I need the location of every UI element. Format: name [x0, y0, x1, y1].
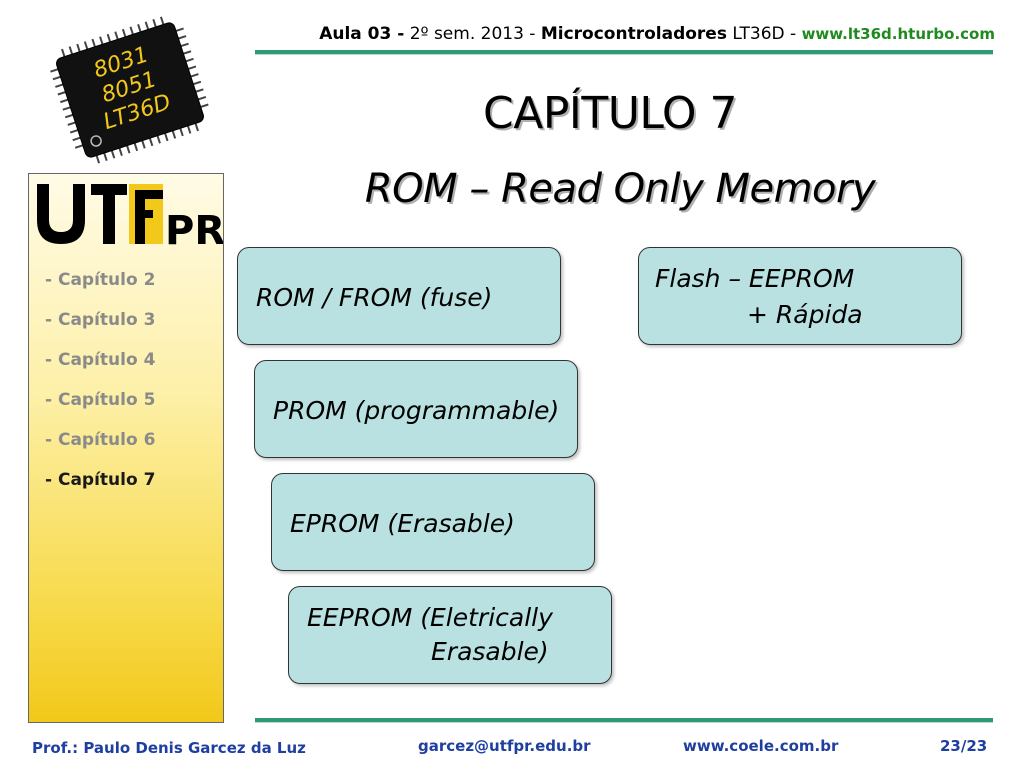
rom-label: ROM / FROM (fuse)	[256, 283, 493, 312]
header-url-link[interactable]: www.lt36d.hturbo.com	[801, 25, 995, 43]
footer-site-link[interactable]: www.coele.com.br	[683, 737, 839, 755]
prom-label: PROM (programmable)	[273, 396, 560, 425]
eeprom-label-line-2: Erasable)	[431, 637, 549, 666]
slide-header: Aula 03 - 2º sem. 2013 - Microcontrolado…	[255, 24, 995, 44]
header-code: LT36D -	[726, 24, 802, 44]
flash-box: Flash – EEPROM + Rápida	[638, 247, 962, 345]
footer-divider	[255, 718, 993, 723]
sidebar-item-capitulo-7[interactable]: - Capítulo 7	[45, 470, 156, 490]
chip-logo: 8031 8051 LT36D	[50, 16, 209, 164]
rom-box: ROM / FROM (fuse)	[237, 247, 561, 345]
header-semester: 2º sem. 2013 -	[404, 24, 541, 44]
eprom-label: EPROM (Erasable)	[290, 509, 515, 538]
sidebar-item-capitulo-3[interactable]: - Capítulo 3	[45, 310, 156, 330]
eprom-box: EPROM (Erasable)	[271, 473, 595, 571]
sidebar-item-capitulo-2[interactable]: - Capítulo 2	[45, 270, 156, 290]
footer-email-link[interactable]: garcez@utfpr.edu.br	[418, 737, 591, 755]
header-aula: Aula 03 -	[319, 24, 405, 44]
utfpr-logo-text-pr: PR	[165, 208, 223, 246]
utfpr-logo: PR	[37, 184, 223, 246]
page-subtitle: ROM – Read Only Memory	[364, 166, 876, 212]
sidebar-item-capitulo-6[interactable]: - Capítulo 6	[45, 430, 156, 450]
flash-label-line-1: Flash – EEPROM	[655, 264, 855, 293]
header-divider	[255, 50, 993, 55]
flash-label-line-2: + Rápida	[747, 300, 863, 329]
header-course: Microcontroladores	[540, 24, 727, 44]
page-title: CAPÍTULO 7	[483, 88, 737, 139]
eeprom-label-line-1: EEPROM (Eletrically	[307, 603, 553, 632]
sidebar: PR - Capítulo 2 - Capítulo 3 - Capítulo …	[28, 173, 224, 723]
prom-box: PROM (programmable)	[254, 360, 578, 458]
sidebar-item-capitulo-4[interactable]: - Capítulo 4	[45, 350, 156, 370]
footer-professor: Prof.: Paulo Denis Garcez da Luz	[32, 739, 306, 757]
eeprom-box: EEPROM (Eletrically Erasable)	[288, 586, 612, 684]
footer-page-number: 23/23	[940, 737, 988, 755]
chapter-nav: - Capítulo 2 - Capítulo 3 - Capítulo 4 -…	[45, 270, 155, 510]
sidebar-item-capitulo-5[interactable]: - Capítulo 5	[45, 390, 156, 410]
